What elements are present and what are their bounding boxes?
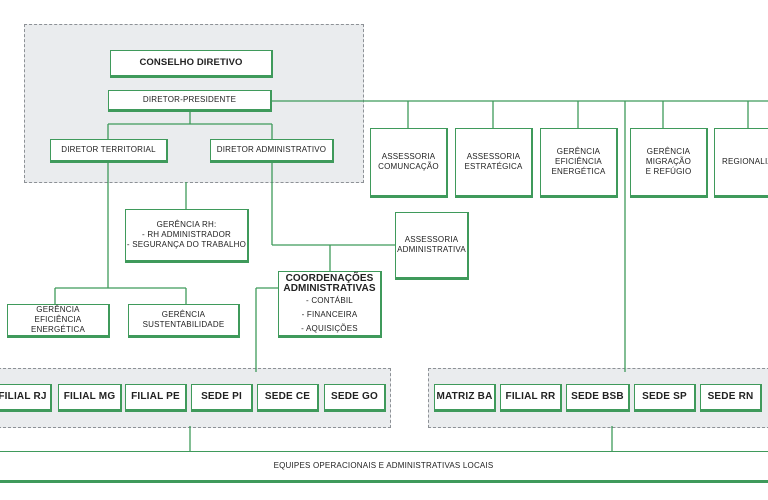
unit-filial-rr[interactable]: FILIAL RR [500, 384, 562, 412]
gerencia-migracao-line3: E REFÚGIO [645, 167, 692, 176]
assessoria-comunicacao-line2: COMUNCAÇÃO [378, 162, 439, 171]
assessoria-administrativa-line2: ADMINISTRATIVA [397, 245, 466, 254]
regionalizacao-label: REGIONALIZA [722, 157, 768, 166]
gerencia-eficiencia-top-line2: EFICIÊNCIA [555, 157, 602, 166]
unit-sede-go[interactable]: SEDE GO [324, 384, 386, 412]
assessoria-administrativa-box[interactable]: ASSESSORIA ADMINISTRATIVA [395, 212, 469, 280]
unit-sede-bsb[interactable]: SEDE BSB [566, 384, 630, 412]
assessoria-estrategica-line1: ASSESSORIA [466, 152, 521, 161]
assessoria-comunicacao-box[interactable]: ASSESSORIA COMUNCAÇÃO [370, 128, 448, 198]
assessoria-comunicacao-line1: ASSESSORIA [381, 152, 436, 161]
gerencia-sustentabilidade-line2: SUSTENTABILIDADE [142, 320, 225, 329]
unit-matriz-ba[interactable]: MATRIZ BA [434, 384, 496, 412]
gerencia-eficiencia-left-box[interactable]: GERÊNCIA EFICIÊNCIA ENERGÉTICA [7, 304, 110, 338]
coordenacoes-box[interactable]: COORDENAÇÕES ADMINISTRATIVAS - CONTÁBIL … [278, 271, 382, 338]
unit-sede-pi-label: SEDE PI [201, 391, 242, 402]
unit-filial-mg[interactable]: FILIAL MG [58, 384, 122, 412]
unit-filial-rj-label: FILIAL RJ [0, 391, 47, 402]
unit-filial-rr-label: FILIAL RR [505, 391, 556, 402]
gerencia-rh-line1: GERÊNCIA RH: [156, 220, 217, 229]
gerencia-migracao-box[interactable]: GERÊNCIA MIGRAÇÃO E REFÚGIO [630, 128, 708, 198]
unit-sede-go-label: SEDE GO [331, 391, 378, 402]
unit-sede-bsb-label: SEDE BSB [571, 391, 624, 402]
gerencia-eficiencia-left-line2: EFICIÊNCIA ENERGÉTICA [30, 315, 85, 334]
equipes-locais-label: EQUIPES OPERACIONAIS E ADMINISTRATIVAS L… [273, 461, 494, 470]
unit-filial-pe[interactable]: FILIAL PE [125, 384, 187, 412]
unit-filial-pe-label: FILIAL PE [131, 391, 180, 402]
assessoria-estrategica-line2: ESTRATÉGICA [464, 162, 523, 171]
gerencia-eficiencia-top-line1: GERÊNCIA [556, 147, 601, 156]
unit-sede-sp[interactable]: SEDE SP [634, 384, 696, 412]
coordenacoes-item-financeira: - FINANCEIRA [301, 309, 358, 319]
unit-sede-pi[interactable]: SEDE PI [191, 384, 253, 412]
unit-filial-mg-label: FILIAL MG [63, 391, 116, 402]
diretor-presidente-label: DIRETOR-PRESIDENTE [142, 95, 237, 104]
gerencia-sustentabilidade-line1: GERÊNCIA [161, 310, 206, 319]
unit-matriz-ba-label: MATRIZ BA [436, 391, 493, 402]
coordenacoes-item-contabil: - CONTÁBIL [306, 295, 353, 305]
assessoria-administrativa-line1: ASSESSORIA [404, 235, 459, 244]
diretor-administrativo-label: DIRETOR ADMINISTRATIVO [216, 145, 327, 154]
unit-sede-ce-label: SEDE CE [264, 391, 311, 402]
equipes-locais-box[interactable]: EQUIPES OPERACIONAIS E ADMINISTRATIVAS L… [0, 451, 768, 483]
unit-sede-rn-label: SEDE RN [707, 391, 754, 402]
gerencia-migracao-line1: GERÊNCIA [646, 147, 691, 156]
regionalizacao-box[interactable]: REGIONALIZA [714, 128, 768, 198]
coordenacoes-item-aquisicoes: - AQUISIÇÕES [301, 323, 358, 333]
assessoria-estrategica-box[interactable]: ASSESSORIA ESTRATÉGICA [455, 128, 533, 198]
gerencia-migracao-line2: MIGRAÇÃO [645, 157, 692, 166]
unit-sede-rn[interactable]: SEDE RN [700, 384, 762, 412]
gerencia-eficiencia-top-line3: ENERGÉTICA [551, 167, 606, 176]
diretor-territorial-label: DIRETOR TERRITORIAL [61, 145, 156, 154]
gerencia-rh-line3: - SEGURANÇA DO TRABALHO [126, 240, 247, 249]
gerencia-eficiencia-top-box[interactable]: GERÊNCIA EFICIÊNCIA ENERGÉTICA [540, 128, 618, 198]
gerencia-rh-line2: - RH ADMINISTRADOR [142, 230, 231, 239]
gerencia-sustentabilidade-box[interactable]: GERÊNCIA SUSTENTABILIDADE [128, 304, 240, 338]
gerencia-rh-box[interactable]: GERÊNCIA RH: - RH ADMINISTRADOR - SEGURA… [125, 209, 249, 263]
coordenacoes-title-line2: ADMINISTRATIVAS [283, 282, 376, 294]
diretor-territorial-box[interactable]: DIRETOR TERRITORIAL [50, 139, 168, 163]
diretor-presidente-box[interactable]: DIRETOR-PRESIDENTE [108, 90, 272, 112]
gerencia-eficiencia-left-line1: GERÊNCIA [36, 305, 80, 314]
diretor-administrativo-box[interactable]: DIRETOR ADMINISTRATIVO [210, 139, 334, 163]
conselho-diretivo-label: CONSELHO DIRETIVO [139, 57, 243, 68]
unit-sede-ce[interactable]: SEDE CE [257, 384, 319, 412]
coordenacoes-title-line1: COORDENAÇÕES [285, 272, 374, 284]
unit-filial-rj[interactable]: FILIAL RJ [0, 384, 52, 412]
unit-sede-sp-label: SEDE SP [642, 391, 687, 402]
conselho-diretivo-box[interactable]: CONSELHO DIRETIVO [110, 50, 273, 78]
